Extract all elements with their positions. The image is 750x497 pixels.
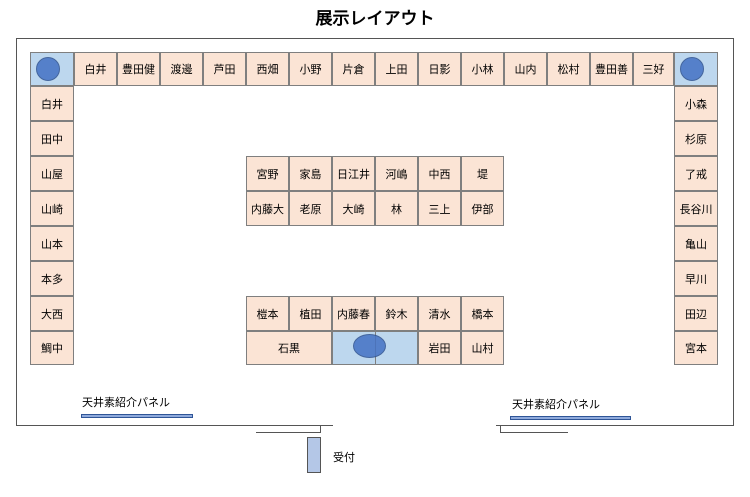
booth: 田辺 (674, 296, 718, 331)
door-right (500, 432, 568, 433)
display-circle-icon (36, 57, 60, 81)
booth: 豊田善 (590, 52, 633, 86)
booth: 鈴木 (375, 296, 418, 331)
booth: 河嶋 (375, 156, 418, 191)
booth: 松村 (547, 52, 590, 86)
booth: 堤 (461, 156, 504, 191)
booth: 三好 (633, 52, 674, 86)
ceiling-panel-left (81, 414, 193, 418)
booth: 植田 (289, 296, 332, 331)
booth: 清水 (418, 296, 461, 331)
booth: 鯛中 (30, 331, 74, 365)
booth: 大崎 (332, 191, 375, 226)
ceiling-panel-right (510, 416, 631, 420)
booth: 本多 (30, 261, 74, 296)
booth: 小野 (289, 52, 332, 86)
booth: 山村 (461, 331, 504, 365)
booth: 山本 (30, 226, 74, 261)
booth: 家島 (289, 156, 332, 191)
booth: 山内 (504, 52, 547, 86)
booth: 三上 (418, 191, 461, 226)
booth: 内藤大 (246, 191, 289, 226)
booth: 了戒 (674, 156, 718, 191)
booth: 山崎 (30, 191, 74, 226)
booth: 宮本 (674, 331, 718, 365)
display-circle-icon (353, 334, 386, 358)
booth: 渡邊 (160, 52, 203, 86)
door-right-edge (500, 425, 501, 433)
panel-label-left: 天井素紹介パネル (82, 396, 170, 409)
booth: 岩田 (418, 331, 461, 365)
bottom-wall-left (16, 425, 333, 426)
booth: 老原 (289, 191, 332, 226)
reception-label: 受付 (333, 451, 355, 464)
booth: 大西 (30, 296, 74, 331)
booth: 上田 (375, 52, 418, 86)
booth: 中西 (418, 156, 461, 191)
booth: 内藤春 (332, 296, 375, 331)
booth: 日影 (418, 52, 461, 86)
booth: 白井 (74, 52, 117, 86)
booth: 石黒 (246, 331, 332, 365)
booth: 芦田 (203, 52, 246, 86)
booth: 林 (375, 191, 418, 226)
page-title: 展示レイアウト (315, 9, 435, 29)
booth: 田中 (30, 121, 74, 156)
booth: 白井 (30, 86, 74, 121)
panel-label-right: 天井素紹介パネル (512, 398, 600, 411)
booth: 亀山 (674, 226, 718, 261)
booth: 伊部 (461, 191, 504, 226)
door-left (256, 432, 320, 433)
booth: 山屋 (30, 156, 74, 191)
bottom-wall-right (496, 425, 734, 426)
exhibition-room (16, 38, 734, 426)
booth: 豊田健 (117, 52, 160, 86)
booth: 宮野 (246, 156, 289, 191)
booth: 片倉 (332, 52, 375, 86)
booth: 西畑 (246, 52, 289, 86)
reception-desk (307, 437, 321, 473)
booth: 小森 (674, 86, 718, 121)
booth: 早川 (674, 261, 718, 296)
booth: 杉原 (674, 121, 718, 156)
booth: 日江井 (332, 156, 375, 191)
booth: 榿本 (246, 296, 289, 331)
door-left-edge (320, 425, 321, 433)
booth: 橋本 (461, 296, 504, 331)
display-circle-icon (680, 57, 704, 81)
booth: 長谷川 (674, 191, 718, 226)
booth: 小林 (461, 52, 504, 86)
